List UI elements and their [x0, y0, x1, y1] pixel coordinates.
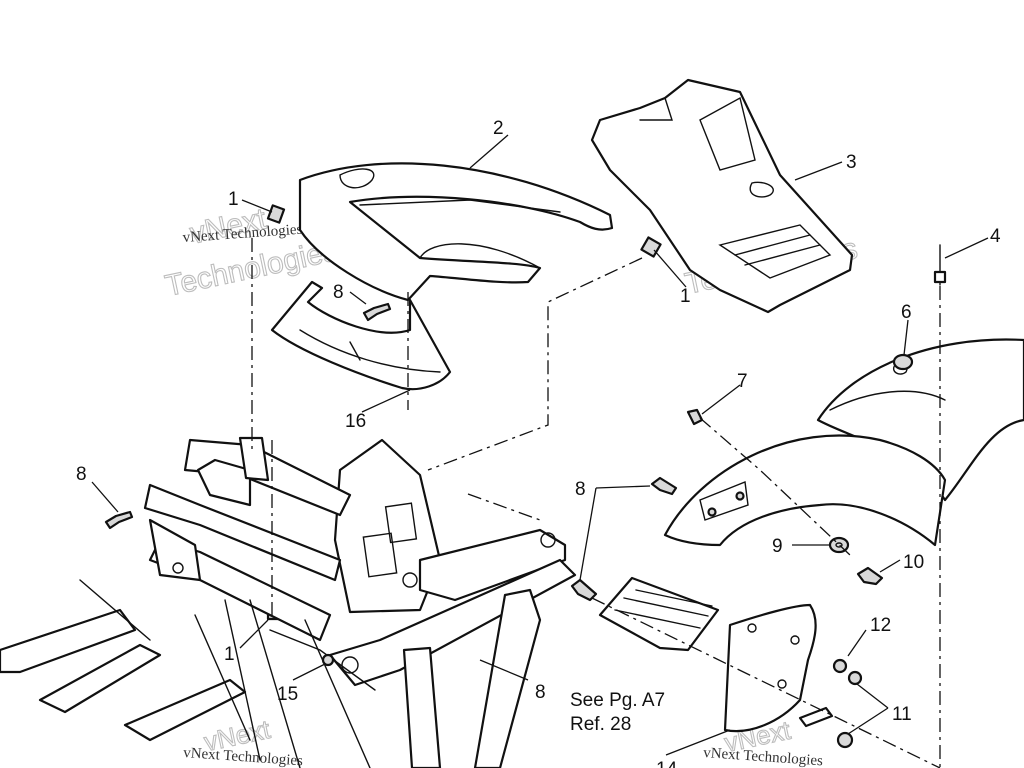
callout-1: 1 [228, 189, 239, 210]
reference-note: See Pg. A7 Ref. 28 [570, 690, 665, 735]
callout-15: 15 [277, 684, 298, 705]
bolt-10 [856, 566, 884, 586]
callout-12: 12 [870, 615, 891, 636]
callout-8: 8 [333, 282, 344, 303]
rear-fender-small [663, 434, 947, 547]
bolt-7 [686, 408, 704, 426]
part-14-mud-flap [723, 603, 817, 733]
leader-lines [91, 134, 989, 756]
nut-12 [832, 658, 863, 686]
part-3-dash-console [590, 78, 854, 314]
callout-labels: 1 2 3 1 4 6 7 8 16 8 8 9 10 12 1 15 8 11… [76, 118, 1001, 768]
watermark-small-text: vNext Technologies [183, 745, 304, 768]
part-2-front-cowl [298, 162, 614, 302]
callout-1: 1 [224, 644, 235, 665]
callout-9: 9 [772, 536, 783, 557]
assembly-lines [251, 238, 941, 768]
part-4-pin [933, 244, 947, 286]
clip-part-6 [892, 353, 914, 371]
callout-14: 14 [656, 759, 678, 768]
callout-1: 1 [680, 286, 691, 307]
callout-11: 11 [892, 704, 912, 725]
footrest-bracket [598, 576, 720, 652]
callout-8: 8 [575, 479, 586, 500]
part-16-lower-panel [270, 280, 452, 391]
callout-6: 6 [901, 302, 912, 323]
callout-8: 8 [76, 464, 87, 485]
bolt-8-left [104, 510, 134, 530]
reference-note-line-2: Ref. 28 [570, 714, 631, 735]
callout-4: 4 [990, 226, 1001, 247]
callout-16: 16 [345, 411, 366, 432]
clip-part-1-top-left [266, 204, 286, 224]
bolt-8-top [362, 302, 392, 322]
nut-11 [798, 706, 854, 749]
bolt-8-lower [570, 578, 598, 602]
reference-note-line-1: See Pg. A7 [570, 690, 665, 711]
fastener-15 [321, 653, 335, 667]
frame-assembly [0, 436, 577, 768]
callout-10: 10 [903, 552, 924, 573]
callout-8: 8 [535, 682, 546, 703]
watermark-small-text: vNext Technologies [703, 745, 824, 768]
callout-2: 2 [493, 118, 504, 139]
bolt-8-middle [650, 476, 678, 496]
callout-3: 3 [846, 152, 857, 173]
callout-7: 7 [737, 371, 748, 392]
